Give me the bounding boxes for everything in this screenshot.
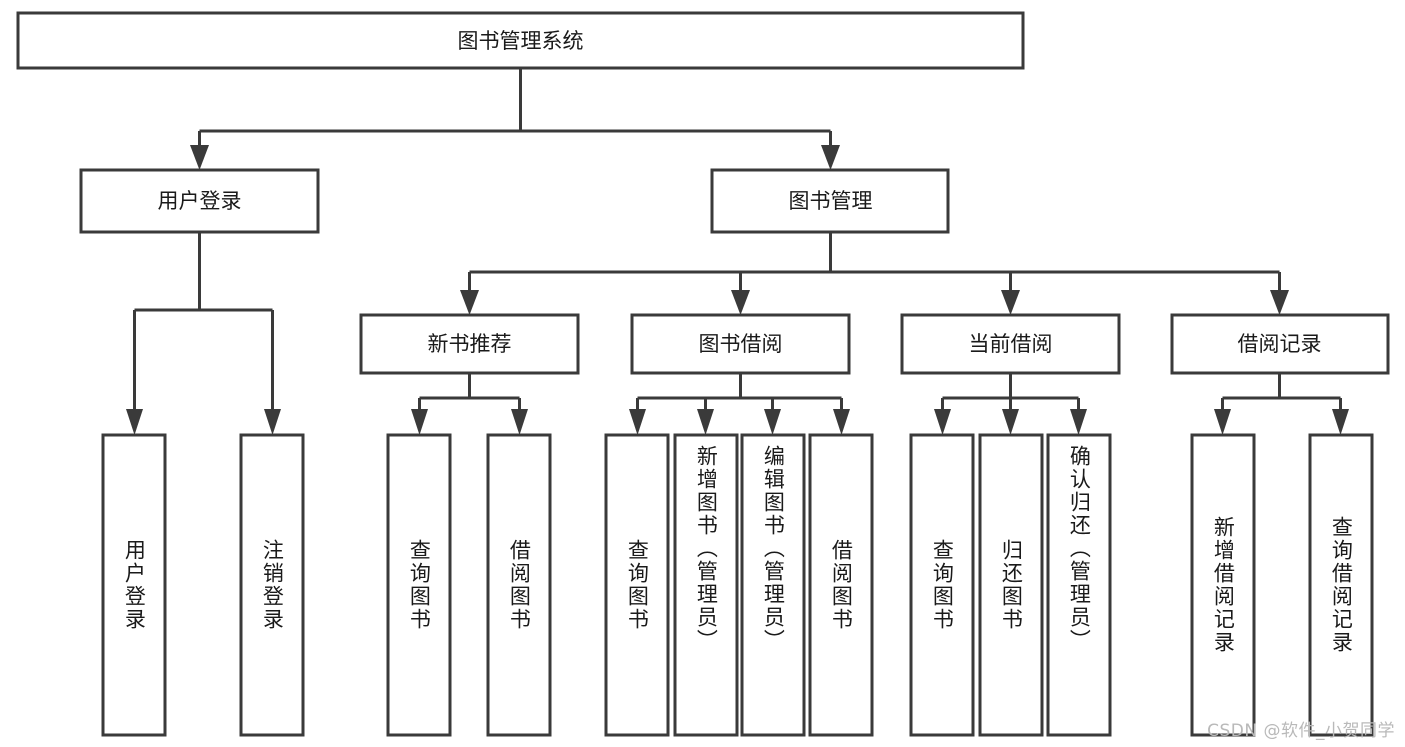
node-borrow-record-label: 借阅记录 — [1238, 332, 1322, 356]
arrowhead-new-book-recommend — [460, 290, 479, 315]
node-leaf-query-book-3-box[interactable] — [909, 433, 975, 737]
arrowhead-leaf-query-book-1 — [411, 409, 428, 435]
arrowhead-leaf-confirm-return — [1070, 409, 1087, 435]
node-leaf-add-book-box[interactable] — [673, 433, 739, 737]
node-leaf-borrow-book-2-box[interactable] — [808, 433, 874, 737]
node-leaf-logout-login-box[interactable] — [239, 433, 305, 737]
node-current-borrow-label: 当前借阅 — [969, 332, 1053, 356]
node-new-book-recommend-box[interactable] — [359, 313, 580, 375]
arrowhead-leaf-return-book — [1002, 409, 1019, 435]
node-leaf-query-book-1-box[interactable] — [386, 433, 452, 737]
node-leaf-add-record-box[interactable] — [1190, 433, 1256, 737]
connectors-layer — [126, 68, 1349, 435]
arrowhead-leaf-edit-book — [764, 409, 781, 435]
arrowhead-leaf-user-login — [126, 409, 143, 435]
arrowhead-leaf-add-book — [697, 409, 714, 435]
nodes-layer: 图书管理系统 用户登录 图书管理 新书推荐 图书借阅 当前借阅 借阅记录 — [16, 11, 1390, 737]
arrowhead-leaf-query-record — [1332, 409, 1349, 435]
arrowhead-leaf-query-book-3 — [934, 409, 951, 435]
node-leaf-query-book-2-box[interactable] — [604, 433, 670, 737]
arrowhead-leaf-borrow-book-2 — [833, 409, 850, 435]
node-root-label: 图书管理系统 — [458, 29, 584, 53]
node-new-book-recommend-label: 新书推荐 — [428, 332, 512, 356]
node-borrow-record-box[interactable] — [1170, 313, 1390, 375]
node-leaf-edit-book-box[interactable] — [740, 433, 806, 737]
arrowhead-leaf-borrow-book-1 — [511, 409, 528, 435]
arrowhead-leaf-add-record — [1214, 409, 1231, 435]
node-user-login-label: 用户登录 — [158, 189, 242, 213]
arrowhead-borrow-record — [1270, 290, 1289, 315]
arrowhead-leaf-logout-login — [264, 409, 281, 435]
arrowhead-book-manage — [821, 145, 840, 170]
node-book-borrow-label: 图书借阅 — [699, 332, 783, 356]
arrowhead-leaf-query-book-2 — [629, 409, 646, 435]
node-user-login-box[interactable] — [79, 168, 320, 234]
csdn-watermark: CSDN @软件_小贺同学 — [1207, 721, 1395, 741]
node-leaf-confirm-return-box[interactable] — [1046, 433, 1112, 737]
node-current-borrow-box[interactable] — [900, 313, 1121, 375]
node-book-borrow-box[interactable] — [630, 313, 851, 375]
node-book-manage-label: 图书管理 — [789, 189, 873, 213]
arrowhead-current-borrow — [1001, 290, 1020, 315]
node-book-manage-box[interactable] — [710, 168, 950, 234]
arrowhead-book-borrow — [731, 290, 750, 315]
node-leaf-user-login-box[interactable] — [101, 433, 167, 737]
arrowhead-user-login — [190, 145, 209, 170]
node-leaf-query-record-box[interactable] — [1308, 433, 1374, 737]
node-leaf-borrow-book-1-box[interactable] — [486, 433, 552, 737]
node-leaf-return-book-box[interactable] — [978, 433, 1044, 737]
node-root-box[interactable] — [16, 11, 1025, 70]
